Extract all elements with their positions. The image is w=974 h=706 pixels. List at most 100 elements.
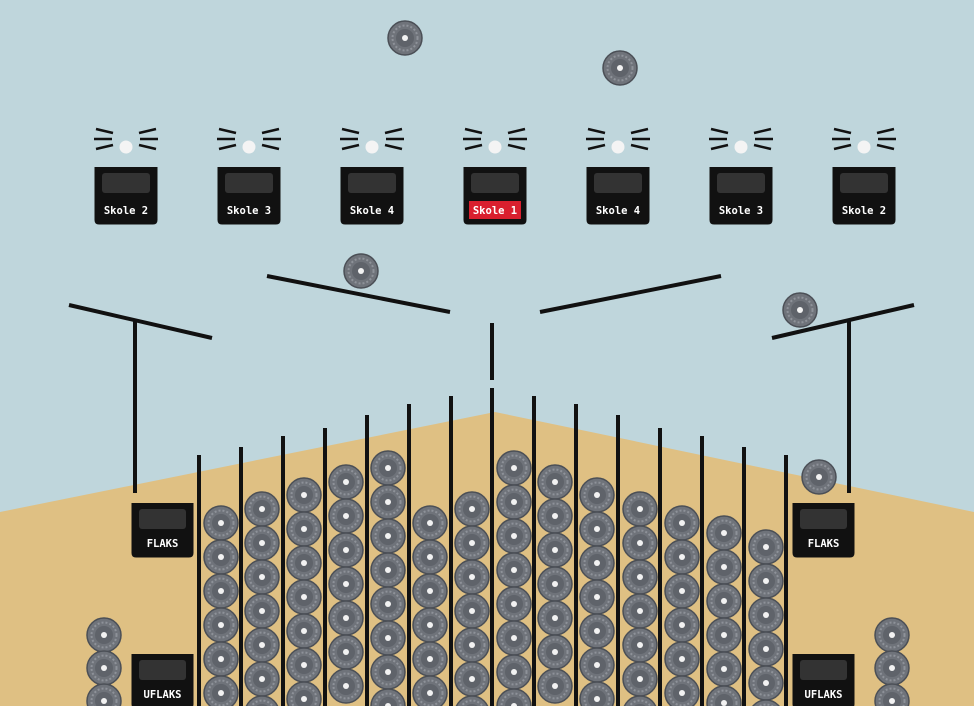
ray [341, 143, 360, 151]
ray [833, 127, 852, 135]
deflector-left-outer [68, 303, 213, 340]
coin-icon [286, 579, 322, 615]
coin-icon [537, 498, 573, 534]
highlight-band [469, 201, 521, 219]
ray [464, 143, 483, 151]
ray [261, 127, 280, 135]
lamp-rays [94, 127, 158, 151]
coin-icon [706, 583, 742, 619]
coin-icon [706, 549, 742, 585]
coin-icon [706, 617, 742, 653]
coin-icon [286, 477, 322, 513]
coin-icon [622, 491, 658, 527]
coin-icon [602, 50, 638, 86]
lamp-icon [611, 140, 625, 154]
coin-icon [496, 518, 532, 554]
coin-icon [579, 579, 615, 615]
coin-icon [537, 600, 573, 636]
bucket-label: FLAKS [808, 538, 840, 550]
coin-icon [454, 559, 490, 595]
coin-icon [86, 617, 122, 653]
school-row: Skole 2 Skole 3 Skole 4 Skole 1 Skole 4 Skole… [94, 127, 896, 225]
coin-icon [537, 566, 573, 602]
coin-icon [328, 498, 364, 534]
coin-icon [286, 647, 322, 683]
coin-icon [496, 654, 532, 690]
coin-icon [86, 650, 122, 686]
lamp-icon [119, 140, 133, 154]
coin-icon [343, 253, 379, 289]
coin-icon [496, 484, 532, 520]
coin-icon [622, 525, 658, 561]
school-slot: Skole 4 [340, 127, 404, 225]
bucket-shine [840, 173, 888, 193]
bucket-label: Skole 3 [719, 205, 763, 217]
bucket-label: Skole 1 [473, 205, 517, 217]
lamp-icon [242, 140, 256, 154]
coin-icon [370, 654, 406, 690]
coin-icon [370, 484, 406, 520]
ray [95, 143, 114, 151]
coin-icon [244, 593, 280, 629]
coin-icon [412, 505, 448, 541]
uflaks-bin-right: UFLAKS [792, 654, 855, 706]
coin-icon [664, 675, 700, 706]
coin-icon [782, 292, 818, 328]
bucket-shine [800, 509, 847, 529]
coin-icon [244, 627, 280, 663]
coin-icon [496, 586, 532, 622]
bucket-label: FLAKS [147, 538, 179, 550]
coin-icon [537, 668, 573, 704]
coin-icon [706, 515, 742, 551]
coin-icon [664, 539, 700, 575]
coin-icon [874, 650, 910, 686]
bucket-label: Skole 4 [350, 205, 394, 217]
school-bucket: Skole 4 [340, 167, 404, 225]
bucket-shine [594, 173, 642, 193]
coin-icon [203, 505, 239, 541]
coin-icon [286, 545, 322, 581]
ray [138, 143, 157, 151]
coin-icon [748, 563, 784, 599]
coin-icon [622, 661, 658, 697]
coin-icon [748, 529, 784, 565]
deflectors [68, 274, 915, 493]
coin-icon [412, 675, 448, 706]
ray [384, 127, 403, 135]
ray [630, 143, 649, 151]
coin-icon [370, 552, 406, 588]
lamp-icon [857, 140, 871, 154]
coin-icon [387, 20, 423, 56]
ray [833, 143, 852, 151]
coin-icon [579, 511, 615, 547]
bucket-label: Skole 3 [227, 205, 271, 217]
ray [218, 143, 237, 151]
ray [95, 127, 114, 135]
lamp-icon [734, 140, 748, 154]
coin-icon [454, 525, 490, 561]
bucket-shine [102, 173, 150, 193]
ray [710, 143, 729, 151]
coin-icon [286, 613, 322, 649]
school-bucket: Skole 3 [709, 167, 773, 225]
ray [507, 143, 526, 151]
school-bucket: Skole 4 [586, 167, 650, 225]
lamp-rays [463, 127, 527, 151]
coin-icon [579, 613, 615, 649]
school-bucket: Skole 1 [463, 167, 527, 225]
coin-icon [664, 641, 700, 677]
deflector-right-outer [771, 303, 915, 340]
ray [138, 127, 157, 135]
coin-icon [286, 511, 322, 547]
school-slot: Skole 2 [94, 127, 158, 225]
coin-icon [537, 634, 573, 670]
ray [753, 127, 772, 135]
deflector-right-center [539, 274, 722, 314]
lamp-rays [586, 127, 650, 151]
deflector-left-center [266, 274, 451, 314]
coin-icon [622, 559, 658, 595]
coin-icon [579, 477, 615, 513]
ray [218, 127, 237, 135]
coin-icon [664, 573, 700, 609]
flaks-bin-right: FLAKS [792, 503, 855, 558]
